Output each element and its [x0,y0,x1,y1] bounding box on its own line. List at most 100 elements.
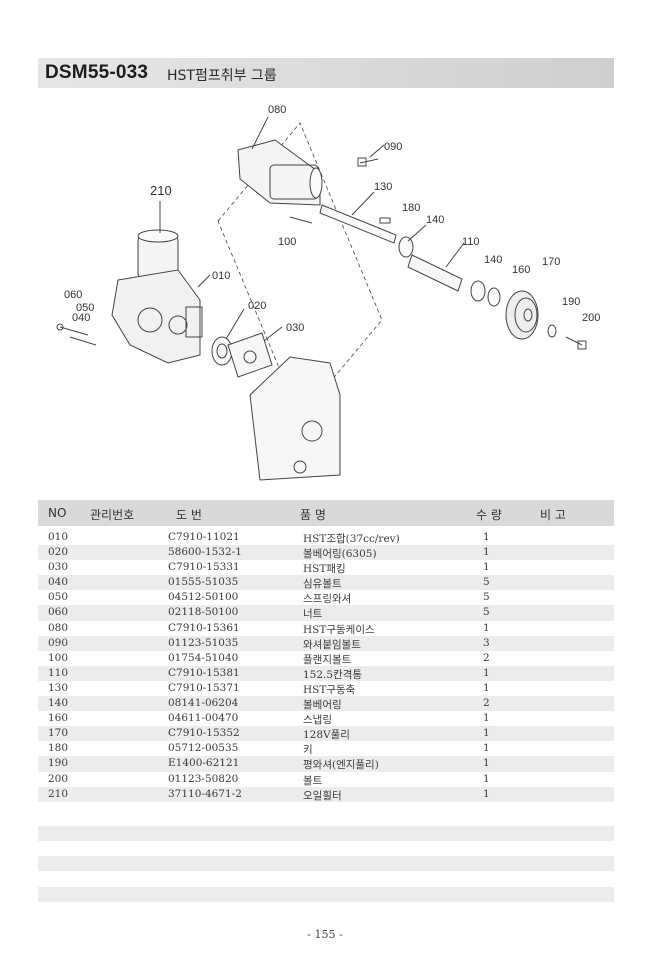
cell-drawing-no: 04512-50100 [168,591,239,604]
table-row: 040 01555-51035 심유볼트 5 [38,575,614,591]
cell-drawing-no: 05712-00535 [168,742,239,755]
cell-drawing-no: C7910-15331 [168,561,240,574]
cell-drawing-no: C7910-15352 [168,727,240,740]
cell-no: 020 [48,546,69,559]
cell-no: 190 [48,757,69,770]
cell-part-name: 볼베어링(6305) [303,548,377,561]
callout-130: 130 [374,181,392,193]
blank-row [38,826,614,841]
cell-no: 200 [48,772,69,785]
cell-quantity: 2 [483,697,490,710]
callout-160: 160 [512,264,530,276]
callout-050: 050 [76,302,94,314]
col-quantity: 수 량 [476,508,502,522]
cell-part-name: 128V풀리 [303,729,350,742]
cell-no: 050 [48,591,69,604]
cell-drawing-no: 08141-06204 [168,697,239,710]
cell-quantity: 1 [483,712,490,725]
cell-part-name: HST구동케이스 [303,623,375,636]
cell-quantity: 2 [483,651,490,664]
cell-drawing-no: 01555-51035 [168,576,239,589]
cell-drawing-no: 01754-51040 [168,651,239,664]
cell-part-name: 플랜지볼트 [303,653,352,666]
cell-quantity: 1 [483,621,490,634]
cell-part-name: 오일휠터 [303,789,342,802]
cell-no: 080 [48,621,69,634]
callout-180: 180 [402,202,420,214]
col-drawing-no: 도 번 [176,508,202,522]
cell-drawing-no: C7910-15371 [168,681,240,694]
callout-200: 200 [582,312,600,324]
callout-110: 110 [462,236,480,248]
cell-no: 110 [48,666,69,679]
col-control-no: 관리번호 [90,508,135,522]
cell-no: 090 [48,636,69,649]
cell-drawing-no: 37110-4671-2 [168,787,242,800]
col-remarks: 비 고 [540,508,566,522]
cell-no: 140 [48,697,69,710]
cell-part-name: 152.5칸격통 [303,668,363,681]
cell-part-name: 평와셔(엔지풀리) [303,759,379,772]
cell-drawing-no: 58600-1532-1 [168,546,242,559]
col-part-name: 품 명 [300,508,326,522]
cell-quantity: 5 [483,591,490,604]
table-row: 050 04512-50100 스프링와셔 5 [38,590,614,605]
cell-no: 060 [48,606,69,619]
callout-140-b: 140 [484,254,502,266]
cell-quantity: 1 [483,727,490,740]
callout-010: 010 [212,270,230,282]
cell-drawing-no: 04611-00470 [168,712,239,725]
cell-no: 130 [48,681,69,694]
cell-part-name: 심유볼트 [303,578,342,591]
section-code: DSM55-033 [45,62,149,83]
cell-no: 210 [48,787,69,800]
callout-090: 090 [384,141,402,153]
cell-part-name: 스프링와셔 [303,593,352,606]
table-row: 020 58600-1532-1 볼베어링(6305) 1 [38,545,614,561]
blank-row [38,856,614,871]
callout-210: 210 [150,183,172,198]
cell-quantity: 1 [483,666,490,679]
cell-quantity: 1 [483,546,490,559]
cell-no: 030 [48,561,69,574]
callout-100: 100 [278,236,296,248]
cell-drawing-no: 02118-50100 [168,606,239,619]
cell-part-name: 키 [303,744,313,757]
cell-drawing-no: E1400-62121 [168,757,240,770]
cell-no: 010 [48,531,69,543]
cell-no: 040 [48,576,69,589]
cell-drawing-no: C7910-15361 [168,621,240,634]
cell-part-name: 스냅링 [303,714,332,727]
cell-quantity: 1 [483,772,490,785]
cell-quantity: 1 [483,787,490,800]
cell-quantity: 1 [483,561,490,574]
table-row: 080 C7910-15361 HST구동케이스 1 [38,621,614,636]
blank-row [38,887,614,902]
cell-quantity: 1 [483,681,490,694]
callout-020: 020 [248,300,266,312]
callout-060: 060 [64,289,82,301]
cell-part-name: 볼베어링 [303,699,342,712]
cell-quantity: 3 [483,636,490,649]
cell-part-name: 너트 [303,608,323,621]
callout-190: 190 [562,296,580,308]
callout-040: 040 [72,312,90,324]
section-title: HST펌프취부 그룹 [167,68,277,84]
table-row: 140 08141-06204 볼베어링 2 [38,696,614,712]
cell-quantity: 1 [483,742,490,755]
cell-part-name: 와셔붙임볼트 [303,638,361,651]
header-band [38,58,614,88]
cell-quantity: 5 [483,576,490,589]
callout-140-a: 140 [426,214,444,226]
